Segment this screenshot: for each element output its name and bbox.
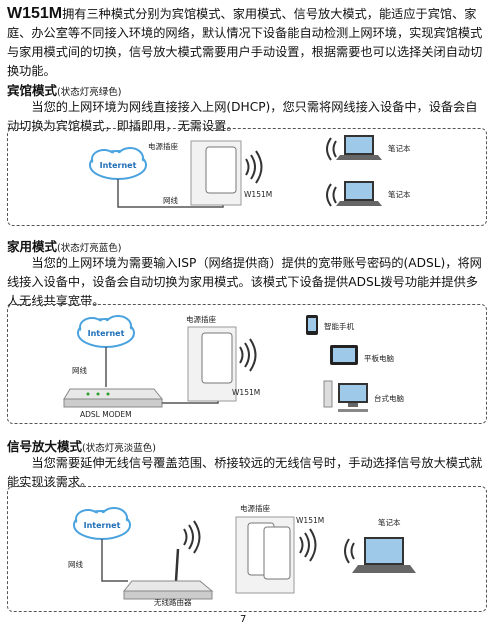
cable-label: 网线 [68, 559, 83, 569]
network-cable [101, 539, 128, 582]
cable-label: 网线 [163, 195, 178, 205]
wifi-signal-icon [344, 538, 355, 564]
model-name: W151M [7, 5, 63, 22]
internet-label: Internet [84, 521, 121, 530]
device-label: W151M [296, 516, 324, 525]
w151m-device-icon [263, 526, 291, 580]
desktop-label: 台式电脑 [374, 393, 404, 403]
cable-label: 网线 [72, 365, 87, 375]
device-label: W151M [244, 190, 272, 199]
hotel-mode-diagram: Internet 网线 电源插座 W151M 笔记本 笔记本 [7, 128, 487, 226]
router-label: 无线路由器 [154, 597, 192, 607]
modem-label: ADSL MODEM [80, 410, 132, 419]
laptop-icon [336, 135, 382, 160]
wifi-signal-icon [326, 137, 337, 207]
w151m-device-icon [201, 332, 233, 384]
page-number: 7 [240, 614, 247, 625]
laptop-icon [336, 181, 382, 206]
intro-paragraph: W151M拥有三种模式分别为宾馆模式、家用模式、信号放大模式，能适应于宾馆、家庭… [7, 4, 487, 81]
home-mode-title: 家用模式 [7, 239, 58, 254]
smartphone-icon [306, 315, 318, 335]
outlet-label: 电源插座 [240, 503, 270, 513]
adsl-modem-icon [63, 388, 164, 408]
wifi-signal-icon [183, 520, 201, 554]
internet-cloud-icon [77, 315, 135, 348]
intro-text: 拥有三种模式分别为宾馆模式、家用模式、信号放大模式，能适应于宾馆、家庭、办公室等… [7, 7, 483, 78]
wifi-signal-icon [245, 150, 263, 184]
internet-label: Internet [88, 329, 125, 338]
home-mode-heading: 家用模式(状态灯亮蓝色) [7, 236, 121, 255]
laptop-label: 笔记本 [388, 143, 411, 153]
home-mode-diagram: Internet 网线 ADSL MODEM 电源插座 W151M 智能手机 平… [7, 304, 487, 424]
amp-mode-status: (状态灯亮淡蓝色) [82, 443, 156, 454]
hotel-mode-status: (状态灯亮绿色) [57, 87, 122, 98]
internet-cloud-icon [73, 507, 131, 540]
laptop-label: 笔记本 [388, 189, 411, 199]
desktop-computer-icon [323, 380, 368, 412]
device-label: W151M [232, 388, 260, 397]
phone-label: 智能手机 [324, 321, 354, 331]
laptop-icon [352, 537, 416, 573]
wireless-router-icon [122, 548, 214, 600]
hotel-mode-heading: 宾馆模式(状态灯亮绿色) [7, 80, 121, 99]
hotel-mode-title: 宾馆模式 [7, 83, 58, 98]
tablet-icon [330, 345, 358, 365]
amp-mode-diagram: Internet 网线 无线路由器 电源插座 W151M 笔记本 [7, 486, 487, 612]
outlet-label: 电源插座 [186, 314, 216, 324]
home-mode-text: 当您的上网环境为需要输入ISP（网络提供商）提供的宽带账号密码的(ADSL)，将… [7, 256, 482, 308]
amp-mode-heading: 信号放大模式(状态灯亮淡蓝色) [7, 436, 156, 455]
hotel-mode-text: 当您的上网环境为网线直接接入上网(DHCP)，您只需将网线接入设备中，设备会自动… [7, 100, 478, 133]
internet-label: Internet [100, 161, 137, 170]
wifi-signal-icon [239, 338, 257, 372]
amp-mode-title: 信号放大模式 [7, 439, 83, 454]
internet-cloud-icon [89, 147, 147, 180]
outlet-label: 电源插座 [148, 141, 178, 151]
w151m-device-icon [205, 146, 237, 194]
home-mode-status: (状态灯亮蓝色) [57, 243, 122, 254]
amp-mode-text: 当您需要延伸无线信号覆盖范围、桥接较远的无线信号时，手动选择信号放大模式就能实现… [7, 456, 483, 489]
wifi-signal-icon [299, 528, 317, 562]
laptop-label: 笔记本 [378, 517, 401, 527]
tablet-label: 平板电脑 [364, 353, 394, 363]
